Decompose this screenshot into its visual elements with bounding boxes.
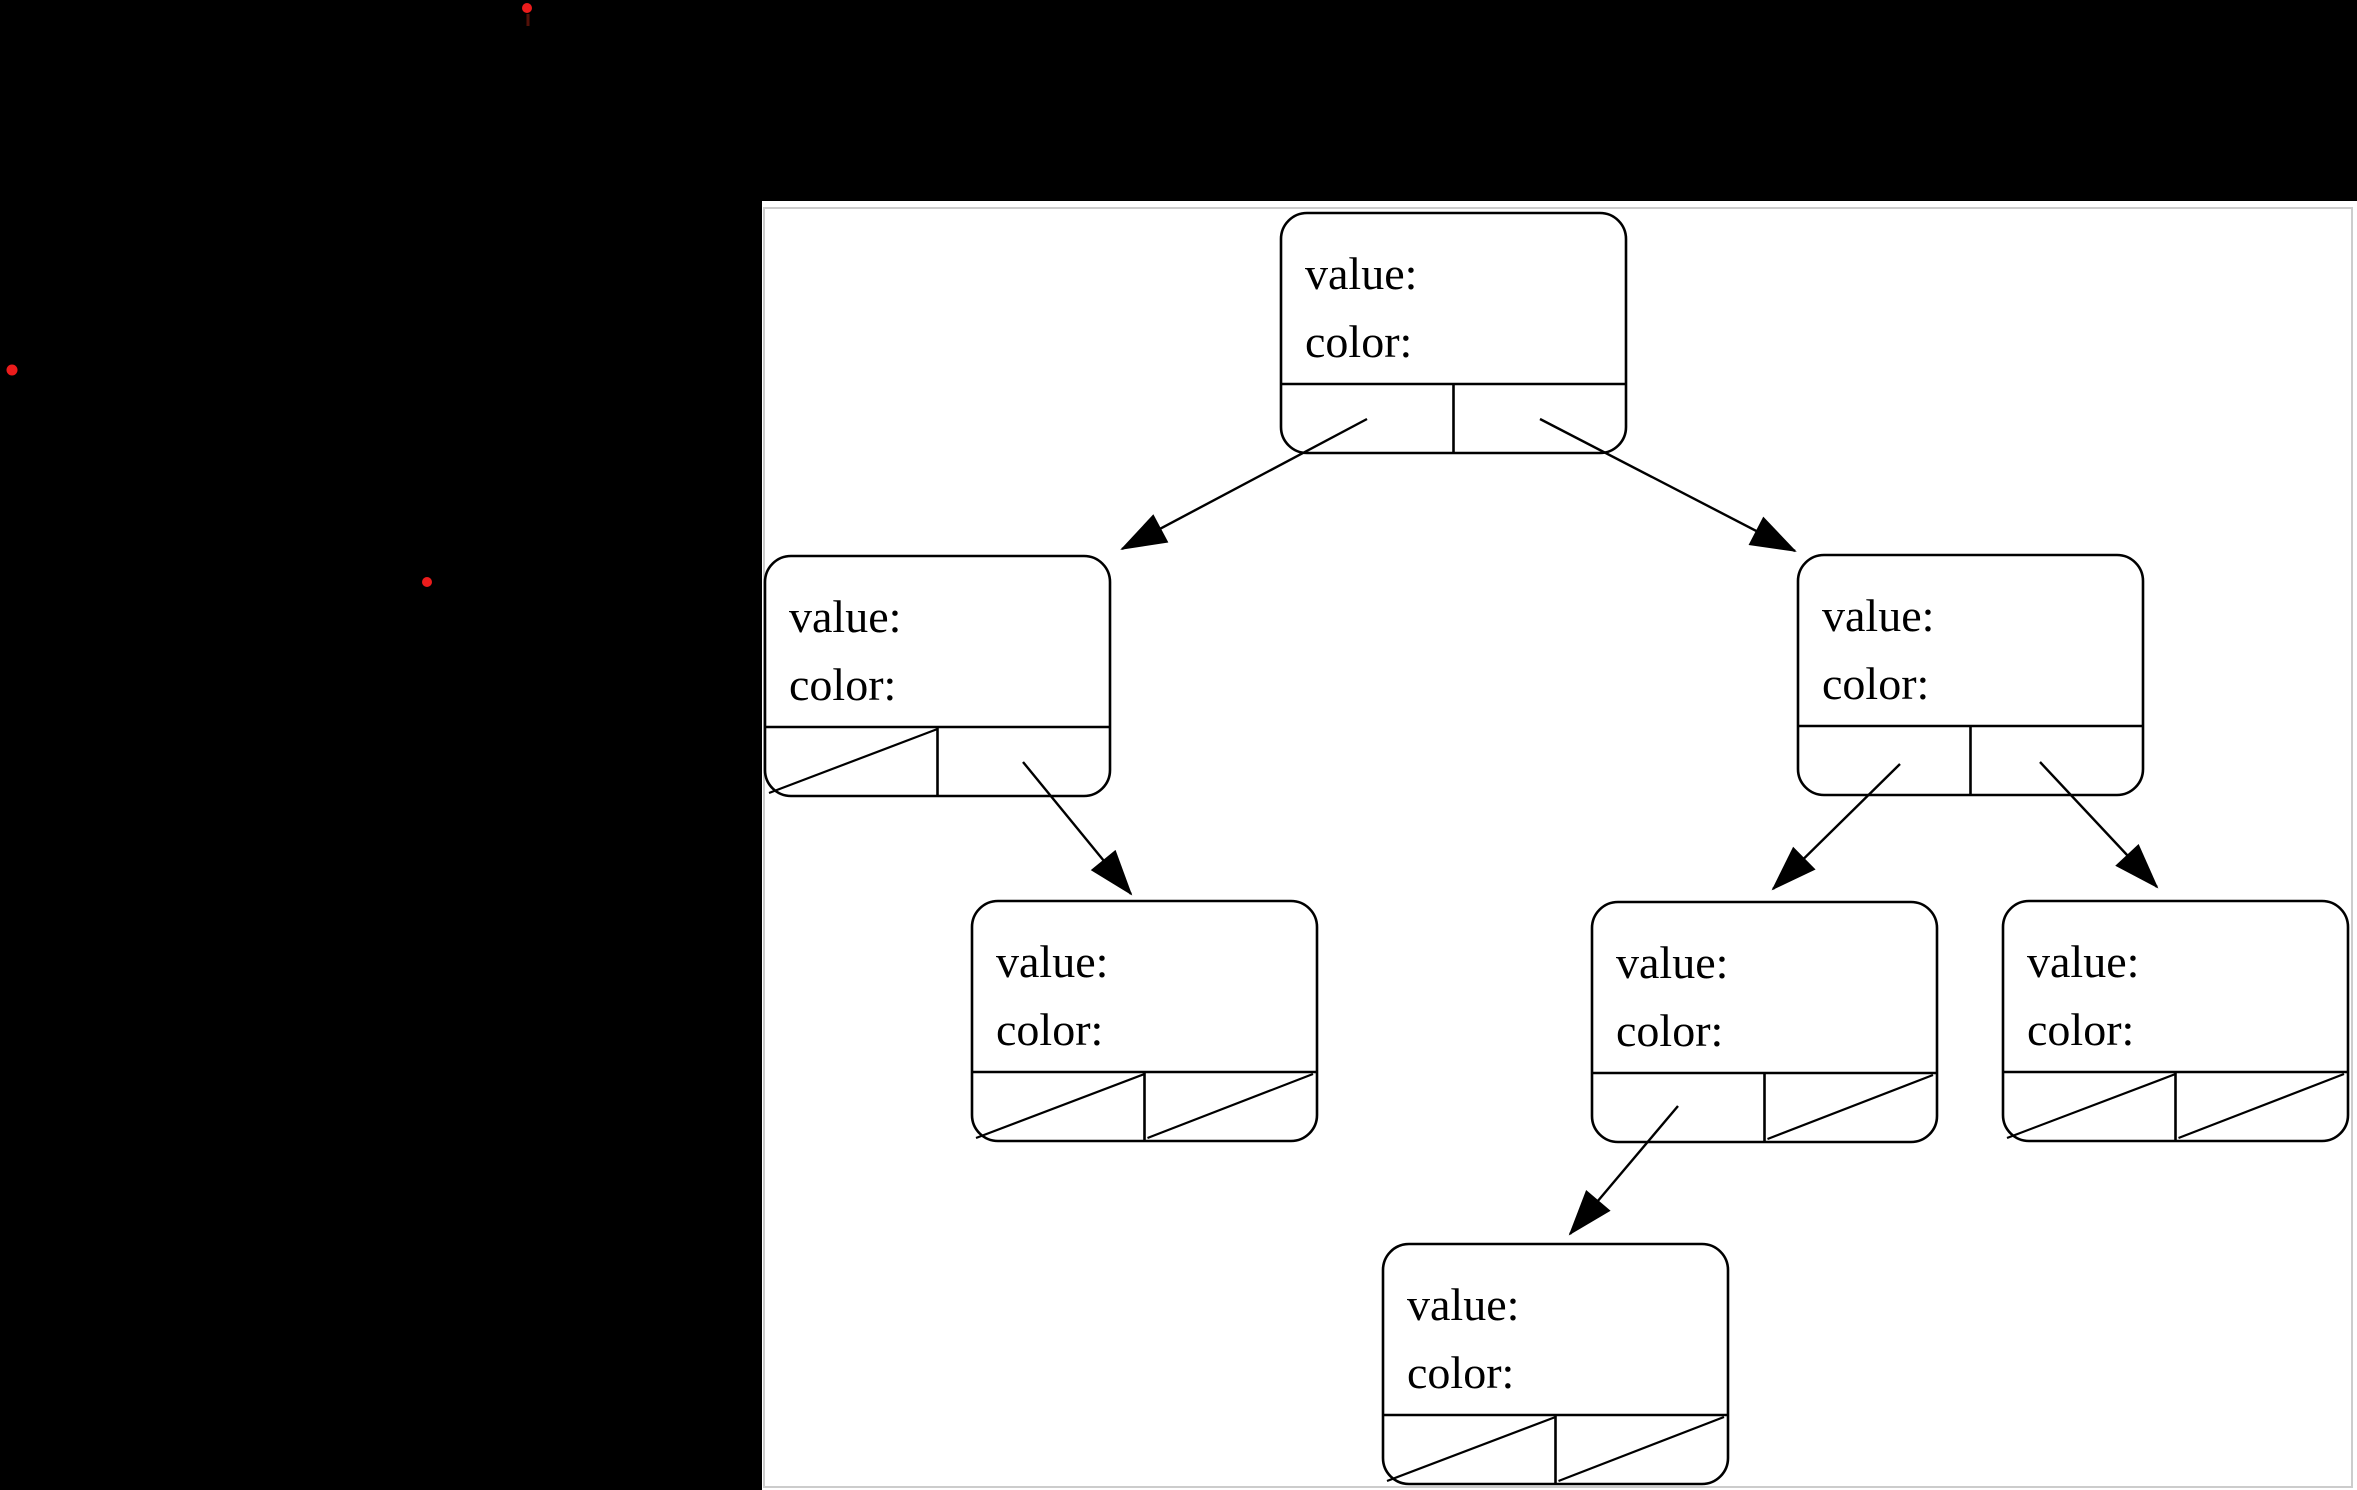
tree-node-root-right-right: value: color: [2001,899,2350,1143]
tree-node-root-left-right: value: color: [970,899,1319,1143]
panel-border [763,207,2353,1488]
red-dot-3 [422,577,432,587]
edge-root-right-left-to-root-right-left [1771,763,1901,891]
right-null-slash [1767,1073,1934,1141]
node-color-label: color: [789,659,896,710]
tree-node-root-right-left: value: color: [1590,900,1939,1144]
node-value-label: value: [1305,248,1417,299]
right-null-slash [1147,1072,1314,1140]
node-color-label: color: [1305,316,1412,367]
edge-root-left-to-root-left [1120,417,1368,551]
node-color-label: color: [2027,1004,2134,1055]
left-null-slash [1386,1415,1556,1483]
edge-root-right-left-left-to-root-right-left-left [1568,1105,1679,1236]
node-value-label: value: [2027,936,2139,987]
node-value-label: value: [789,591,901,642]
right-null-slash [2178,1072,2345,1140]
node-value-label: value: [1616,937,1728,988]
tree-edges-layer [1022,417,2159,1236]
left-null-slash [2006,1072,2176,1140]
node-color-label: color: [1616,1005,1723,1056]
node-value-label: value: [996,936,1108,987]
tree-node-root-right-left-left: value: color: [1381,1242,1730,1486]
right-null-slash [1558,1415,1725,1483]
red-dot-1 [522,3,532,13]
left-null-slash [975,1072,1145,1140]
red-dot-2 [6,364,18,376]
edge-root-right-right-to-root-right-right [2039,761,2159,889]
tree-node-root-left: value: color: [763,554,1112,798]
tree-nodes-layer: value:color:value:color:value:color:valu… [763,211,2350,1486]
node-value-label: value: [1407,1279,1519,1330]
left-null-slash [768,727,938,795]
node-value-label: value: [1822,590,1934,641]
tree-node-root: value: color: [1279,211,1628,455]
tree-node-root-right: value: color: [1796,553,2145,797]
node-color-label: color: [1822,658,1929,709]
edge-root-right-to-root-right [1539,417,1797,553]
node-color-label: color: [996,1004,1103,1055]
edge-root-left-right-to-root-left-right [1022,761,1133,896]
node-color-label: color: [1407,1347,1514,1398]
annotation-dots-layer [6,3,532,587]
